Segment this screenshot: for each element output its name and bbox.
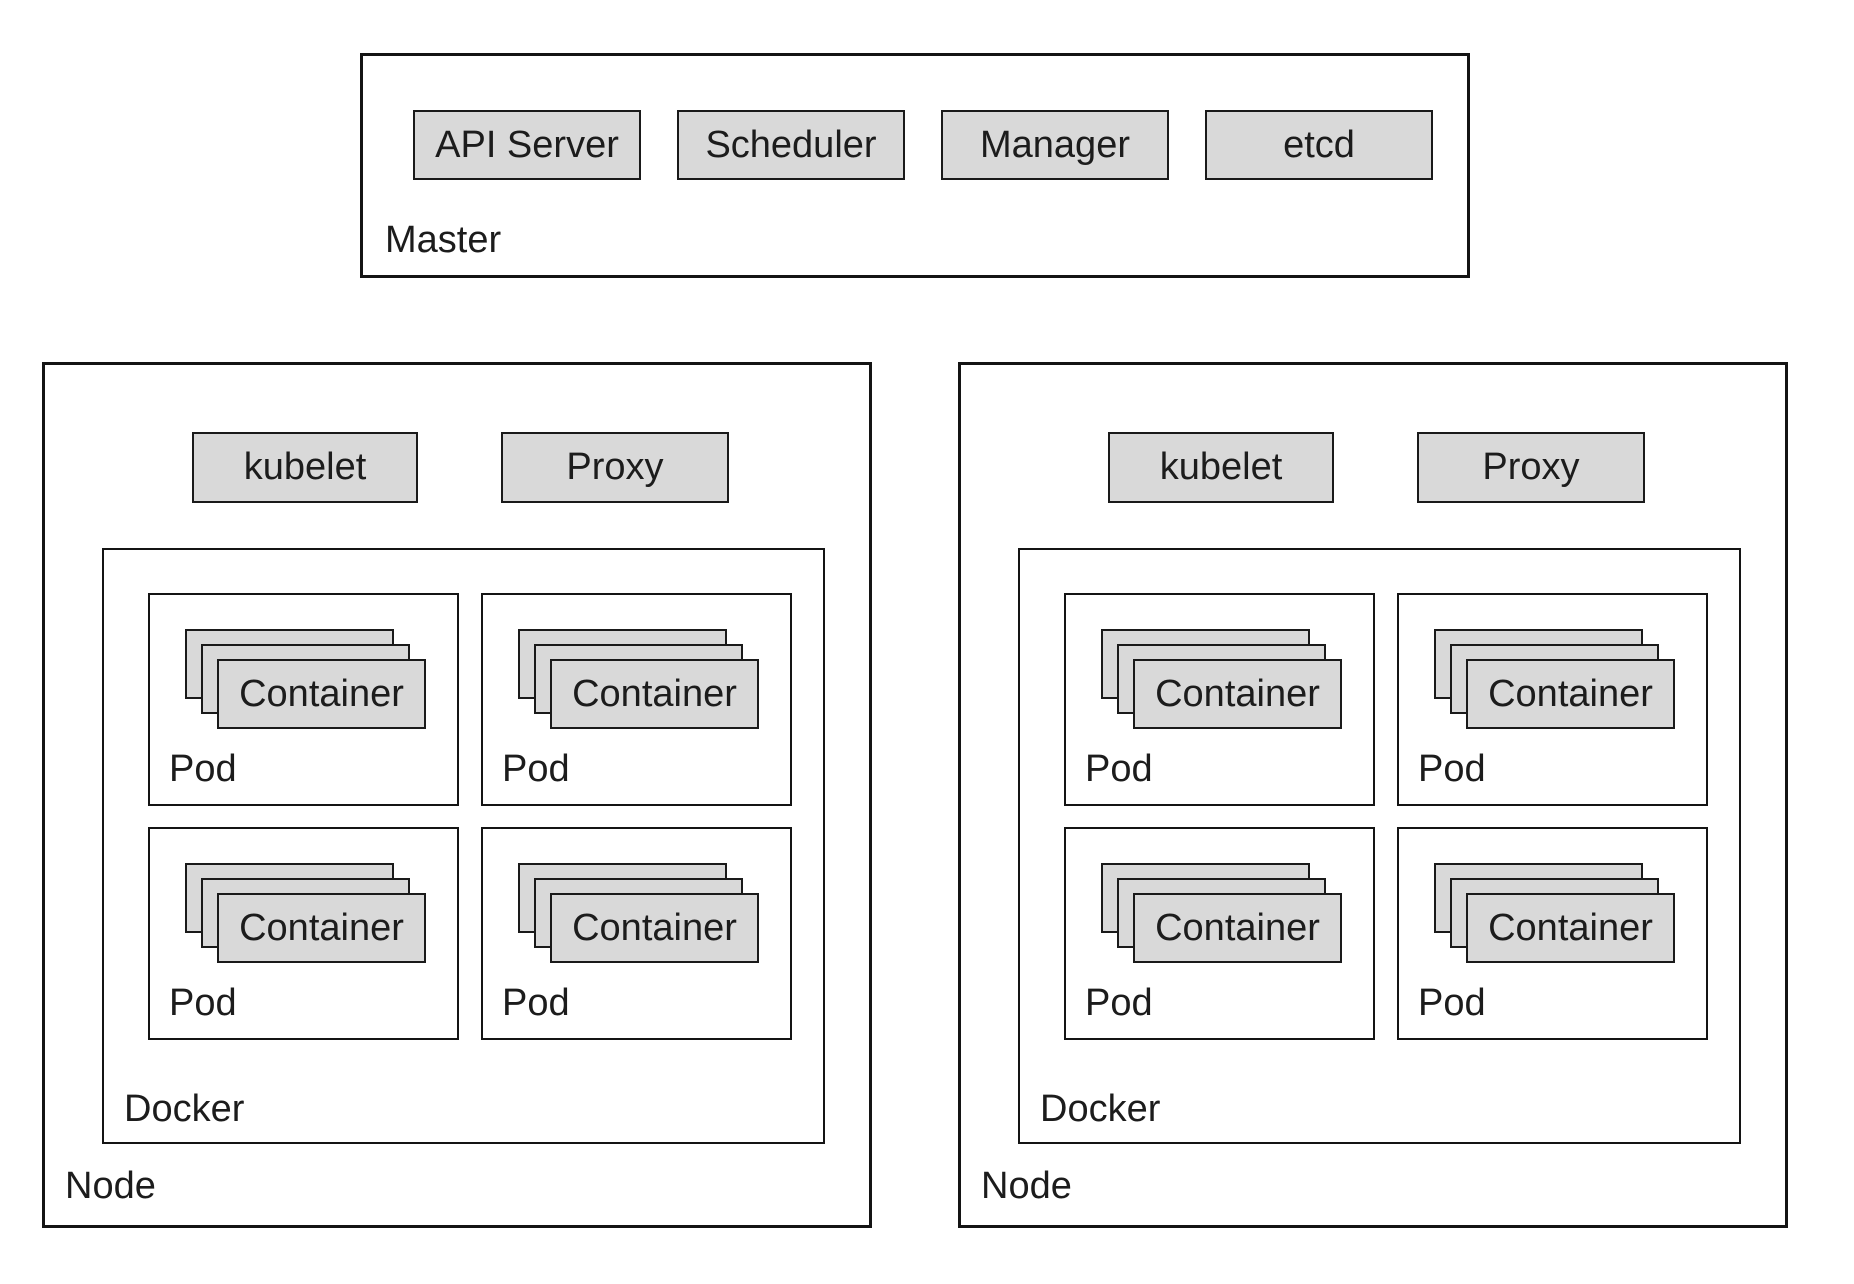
container-box: Container bbox=[217, 659, 426, 729]
container-box: Container bbox=[1133, 659, 1342, 729]
container-box: Container bbox=[217, 893, 426, 963]
pod-label: Pod bbox=[502, 982, 570, 1024]
kubelet-box: kubelet bbox=[192, 432, 418, 503]
pod-label: Pod bbox=[1085, 982, 1153, 1024]
pod-label: Pod bbox=[169, 748, 237, 790]
node-label: Node bbox=[981, 1165, 1072, 1207]
container-stack: Container bbox=[1399, 595, 1706, 804]
proxy-box: Proxy bbox=[501, 432, 729, 503]
container-box: Container bbox=[1466, 659, 1675, 729]
pod-label: Pod bbox=[1418, 982, 1486, 1024]
container-box: Container bbox=[550, 893, 759, 963]
container-box: Container bbox=[1466, 893, 1675, 963]
container-stack: Container bbox=[150, 595, 457, 804]
pod-label: Pod bbox=[502, 748, 570, 790]
pod-box: Container Pod bbox=[1397, 827, 1708, 1040]
pod-label: Pod bbox=[1418, 748, 1486, 790]
docker-label: Docker bbox=[124, 1088, 245, 1130]
pod-box: Container Pod bbox=[1064, 827, 1375, 1040]
kubelet-box: kubelet bbox=[1108, 432, 1334, 503]
container-stack: Container bbox=[483, 829, 790, 1038]
container-stack: Container bbox=[1066, 595, 1373, 804]
container-stack: Container bbox=[150, 829, 457, 1038]
proxy-box: Proxy bbox=[1417, 432, 1645, 503]
docker-box: Container Pod Container Pod Container bbox=[1018, 548, 1741, 1144]
etcd-box: etcd bbox=[1205, 110, 1433, 180]
pod-box: Container Pod bbox=[481, 593, 792, 806]
pod-box: Container Pod bbox=[1064, 593, 1375, 806]
manager-box: Manager bbox=[941, 110, 1169, 180]
pod-label: Pod bbox=[1085, 748, 1153, 790]
docker-box: Container Pod Container Pod Container bbox=[102, 548, 825, 1144]
pod-box: Container Pod bbox=[1397, 593, 1708, 806]
node-label: Node bbox=[65, 1165, 156, 1207]
docker-label: Docker bbox=[1040, 1088, 1161, 1130]
node-box-left: kubelet Proxy Container Pod Container Po… bbox=[42, 362, 872, 1228]
container-stack: Container bbox=[1066, 829, 1373, 1038]
master-box: API Server Scheduler Manager etcd Master bbox=[360, 53, 1470, 278]
pod-box: Container Pod bbox=[481, 827, 792, 1040]
pod-box: Container Pod bbox=[148, 827, 459, 1040]
container-stack: Container bbox=[483, 595, 790, 804]
pod-box: Container Pod bbox=[148, 593, 459, 806]
api-server-box: API Server bbox=[413, 110, 641, 180]
master-label: Master bbox=[385, 219, 502, 261]
container-box: Container bbox=[550, 659, 759, 729]
scheduler-box: Scheduler bbox=[677, 110, 905, 180]
master-components-row: API Server Scheduler Manager etcd bbox=[413, 110, 1433, 180]
container-box: Container bbox=[1133, 893, 1342, 963]
pod-label: Pod bbox=[169, 982, 237, 1024]
container-stack: Container bbox=[1399, 829, 1706, 1038]
node-box-right: kubelet Proxy Container Pod Container Po… bbox=[958, 362, 1788, 1228]
